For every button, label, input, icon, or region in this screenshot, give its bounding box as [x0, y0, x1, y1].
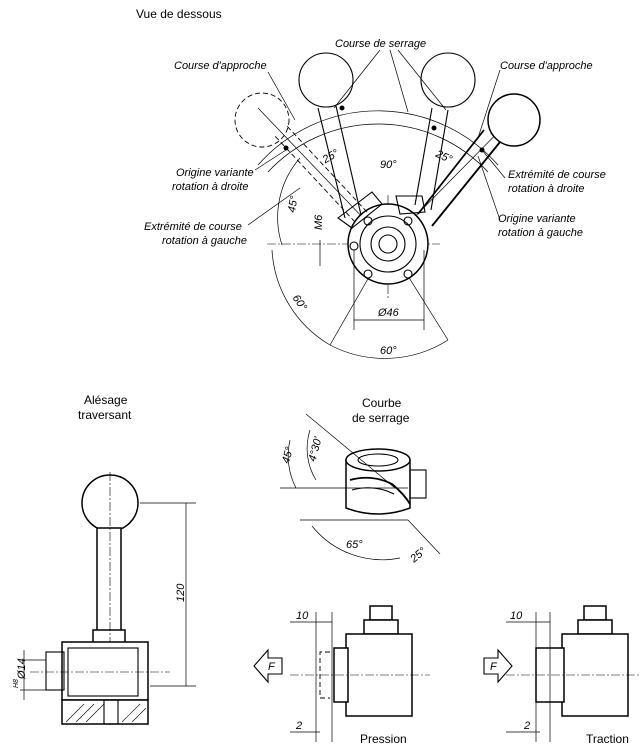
travel-arc — [257, 110, 499, 166]
label-origine-gauche-2: rotation à gauche — [498, 227, 583, 239]
side-hatching — [65, 703, 147, 723]
marker-dot — [431, 125, 437, 131]
label-origine-droite-1: Origine variante — [176, 167, 254, 179]
knob-right — [420, 52, 476, 108]
dim-arc-60-left — [271, 249, 331, 346]
label-extremite-droite-1: Extrémité de course — [508, 169, 606, 181]
leader-line — [389, 49, 409, 113]
top-view: Vue de dessous — [136, 7, 606, 359]
leader-line — [254, 149, 287, 171]
dim-angle-90: 90° — [380, 159, 397, 171]
top-view-title: Vue de dessous — [136, 7, 222, 21]
leader-line — [397, 49, 447, 111]
cam-bore — [357, 453, 399, 467]
screw-hole — [363, 216, 373, 226]
travel-arc-inner — [267, 123, 489, 173]
leader-line — [477, 69, 501, 139]
dim-bore-14: Ø14 — [16, 658, 28, 680]
traction-force-arrow — [483, 648, 513, 684]
curve-dim-arc-4-30 — [306, 429, 317, 481]
dim-thread-m6: M6 — [313, 214, 325, 230]
curve-ref-line — [407, 519, 441, 555]
cam-side-tab — [409, 469, 427, 499]
curve-view: Courbe de serrage 45° 4°30' 65° 25° — [280, 396, 441, 566]
leader-line — [247, 187, 301, 226]
dim-angle-25-right: 25° — [433, 148, 455, 167]
leader-line — [333, 49, 381, 109]
leader-line — [481, 149, 506, 179]
side-lever-rod — [96, 527, 122, 637]
side-base-section — [61, 699, 149, 725]
label-extremite-gauche-2: rotation à gauche — [162, 235, 247, 247]
dim-angle-60-bottom: 60° — [380, 345, 397, 357]
label-extremite-droite-2: rotation à droite — [508, 183, 584, 195]
pression-label: Pression — [360, 732, 407, 746]
dim-bore-tolerance: H8 — [13, 679, 20, 688]
label-origine-gauche-1: Origine variante — [498, 213, 576, 225]
curve-ref-line — [305, 413, 396, 489]
traction-dim-10: 10 — [510, 610, 523, 622]
cam-body — [345, 459, 411, 515]
pression-force-label: F — [268, 661, 276, 673]
screw-hole — [363, 269, 373, 279]
curve-dim-arc-45 — [287, 439, 297, 489]
traction-top-screw — [583, 605, 607, 621]
label-course-approche-left: Course d'approche — [174, 60, 267, 72]
knob-dashed-left — [234, 92, 290, 148]
traction-dim-2: 2 — [523, 720, 530, 732]
marker-dot — [283, 145, 289, 151]
side-view: Alésage traversant 120 Ø14 H8 — [13, 393, 196, 725]
curve-angle-4-30: 4°30' — [307, 435, 325, 463]
curve-view-title-2: de serrage — [352, 411, 410, 425]
hub-bore — [378, 234, 398, 254]
screw-hole — [403, 216, 413, 226]
lever-right — [395, 52, 476, 215]
base-ring — [359, 215, 417, 273]
label-extremite-gauche-1: Extrémité de course — [144, 221, 242, 233]
side-neck — [45, 651, 65, 691]
pression-top-nut — [363, 619, 399, 635]
leader-line — [267, 71, 296, 121]
cam-top — [345, 448, 411, 472]
dim-arc-45 — [277, 157, 301, 246]
traction-top-nut — [577, 619, 613, 635]
marker-dot — [339, 105, 345, 111]
cam-curve-groove — [349, 476, 411, 505]
curve-view-title-1: Courbe — [362, 396, 402, 410]
curve-angle-25: 25° — [407, 545, 429, 566]
side-view-title-1: Alésage — [84, 393, 128, 407]
traction-label: Traction — [586, 732, 629, 746]
curve-dim-arc-65 — [311, 525, 401, 561]
side-bore — [103, 699, 119, 725]
lever-solid-right — [417, 93, 541, 227]
label-course-approche-right: Course d'approche — [500, 60, 593, 72]
hub-outer — [370, 226, 406, 262]
lever-dashed-left — [234, 92, 368, 223]
pression-view: F 10 2 Pression — [253, 605, 430, 746]
dim-diameter-46: Ø46 — [377, 307, 400, 319]
dim-angle-25-left: 25° — [320, 147, 342, 167]
dim-arc-60-bottom — [329, 339, 449, 359]
dim-angle-45: 45° — [286, 194, 301, 213]
pression-dim-2: 2 — [295, 720, 302, 732]
traction-view: F 10 2 Traction — [483, 605, 640, 746]
dim-height-120: 120 — [175, 583, 187, 602]
pression-force-arrow — [253, 648, 283, 684]
side-view-title-2: traversant — [78, 408, 132, 422]
knob-left — [298, 52, 354, 108]
pression-dim-10: 10 — [296, 610, 309, 622]
label-origine-droite-2: rotation à droite — [172, 181, 248, 193]
side-body — [61, 641, 149, 701]
leader-line — [477, 155, 501, 221]
curve-angle-45: 45° — [280, 445, 296, 465]
lever-left — [298, 52, 383, 229]
label-course-serrage: Course de serrage — [335, 38, 426, 50]
pression-top-screw — [369, 605, 393, 621]
traction-force-label: F — [490, 661, 498, 673]
knob-solid-right — [487, 93, 541, 147]
curve-angle-65: 65° — [346, 539, 363, 551]
screw-hole — [403, 269, 413, 279]
